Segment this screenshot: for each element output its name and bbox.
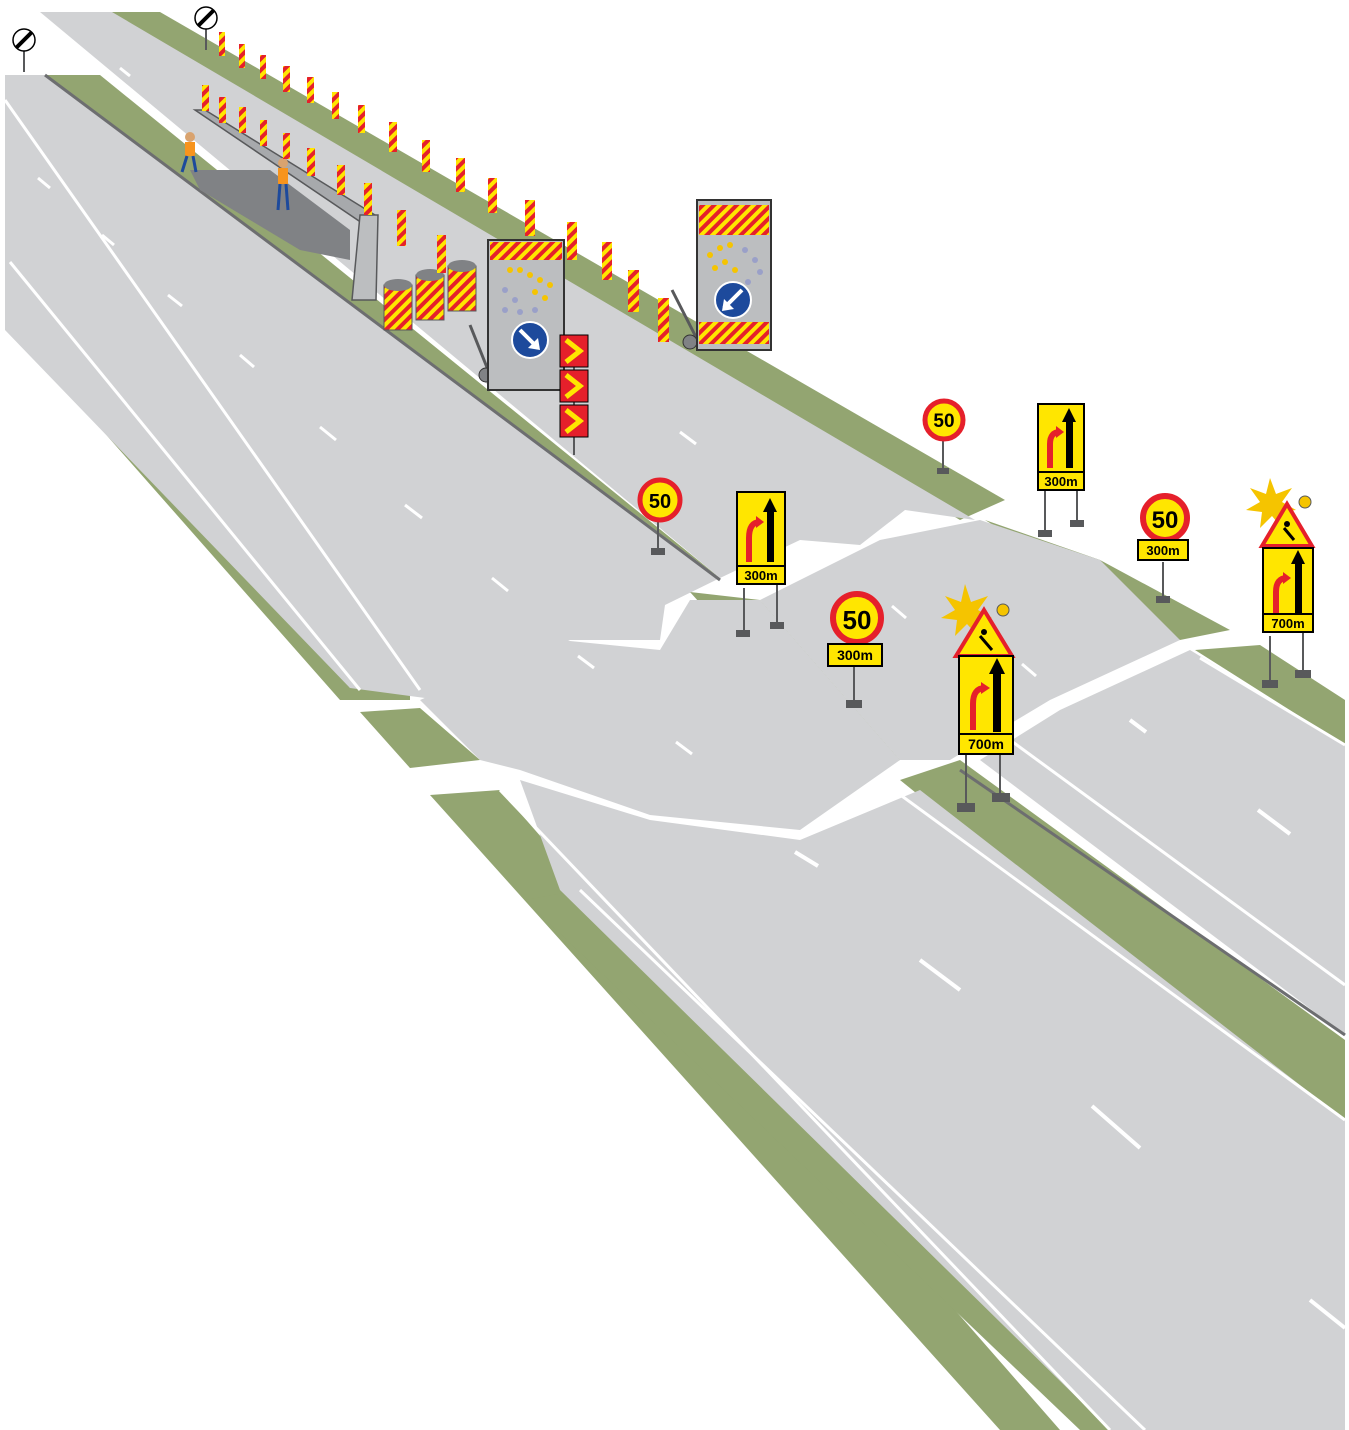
distance-label: 700m <box>968 736 1004 752</box>
distance-label: 700m <box>1271 616 1304 631</box>
delineator-post <box>358 105 365 133</box>
delineator-post <box>239 107 246 133</box>
delineator-post <box>397 210 406 246</box>
delineator-post <box>239 44 245 68</box>
delineator-post <box>602 242 612 280</box>
delineator-post <box>260 120 267 146</box>
delineator-post <box>260 55 266 79</box>
speed-limit-value: 50 <box>843 605 872 635</box>
speed-limit-value: 50 <box>933 411 954 432</box>
delineator-post <box>332 92 339 119</box>
delineator-post <box>337 165 345 195</box>
delineator-post <box>307 148 315 176</box>
delineator-post <box>567 222 577 260</box>
delineator-post <box>628 270 639 312</box>
delineator-post <box>219 97 226 123</box>
distance-label: 300m <box>1146 543 1179 558</box>
distance-label: 300m <box>744 568 777 583</box>
delineator-post <box>307 77 314 103</box>
delineator-post <box>437 235 446 273</box>
delineator-post <box>456 158 465 192</box>
delineator-post <box>283 66 290 92</box>
delineator-post <box>364 183 372 215</box>
speed-limit-value: 50 <box>649 491 671 513</box>
delineator-post <box>202 85 209 111</box>
lane-change-sign-300-upper: 300m <box>1038 404 1084 537</box>
delineator-post <box>525 200 535 236</box>
speed-limit-value: 50 <box>1152 507 1179 534</box>
distance-label: 300m <box>837 647 873 663</box>
chevron-sign-stack <box>560 335 588 455</box>
delineator-post <box>658 298 669 342</box>
delineator-post <box>488 178 497 213</box>
distance-label: 300m <box>1044 474 1077 489</box>
delineator-post <box>283 133 290 159</box>
delineator-post <box>219 32 225 56</box>
delineator-post <box>422 140 430 172</box>
delineator-post <box>389 122 397 152</box>
end-of-restrictions-sign-1 <box>13 29 35 72</box>
